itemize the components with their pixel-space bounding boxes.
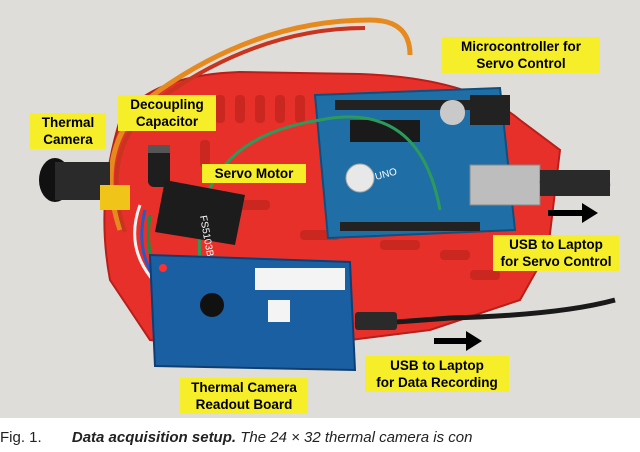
servo-wire-red: [114, 26, 366, 233]
servo-wire-orange: [108, 17, 413, 231]
thermal-camera: [39, 158, 130, 210]
label-servo-motor: Servo Motor: [202, 164, 306, 183]
caption-title: Data acquisition setup.: [71, 429, 237, 446]
label-thermal-camera: Thermal Camera: [30, 113, 106, 149]
figure-caption: Fig. 1. Data acquisition setup. The 24 ×…: [0, 424, 640, 452]
servo-motor: FS5103B: [155, 180, 245, 258]
caption-text: The 24 × 32 thermal camera is con: [240, 429, 473, 446]
arrow-servo-usb: [548, 203, 598, 223]
setup-photo: UNO FS5103B: [0, 0, 640, 418]
caption-figure-number: Fig. 1.: [0, 429, 42, 446]
label-decoupling-capacitor: Decoupling Capacitor: [118, 95, 216, 131]
label-usb-data-recording: USB to Laptop for Data Recording: [365, 356, 509, 392]
label-microcontroller: Microcontroller for Servo Control: [442, 37, 600, 73]
capacitor: [148, 145, 170, 187]
readout-board-shape: [148, 253, 357, 372]
label-usb-servo-control: USB to Laptop for Servo Control: [493, 235, 619, 271]
label-readout-board: Thermal Camera Readout Board: [180, 378, 308, 414]
arrow-data-usb: [434, 331, 482, 351]
arduino-board: UNO: [313, 86, 541, 240]
